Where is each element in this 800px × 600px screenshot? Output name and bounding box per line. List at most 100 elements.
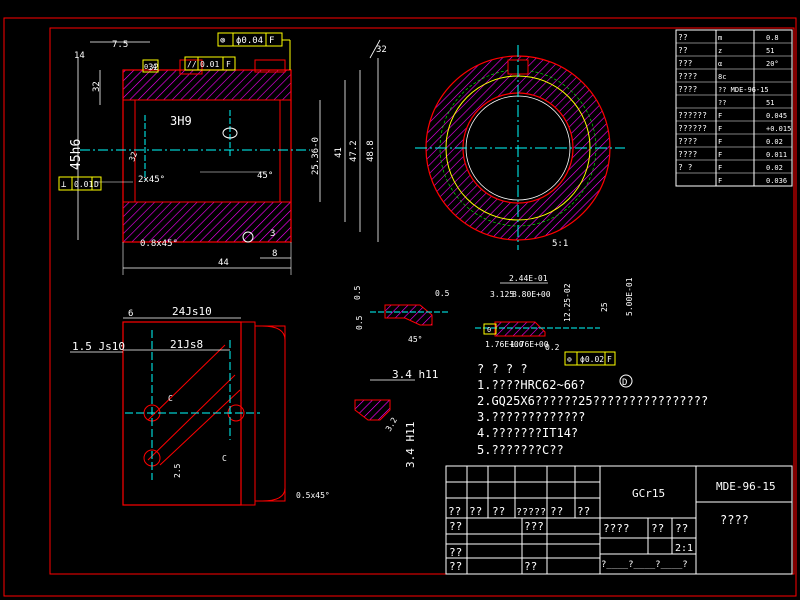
dim-244: 2.44E-01	[509, 274, 548, 283]
tb-row4-left: ??	[449, 560, 462, 573]
detail-callout-circle	[242, 231, 254, 243]
detail-datum-circle	[619, 374, 633, 388]
dim-14: 14	[74, 51, 85, 61]
tb-row4-mid: ??	[524, 560, 537, 573]
section-profile-top	[384, 304, 433, 326]
tb-row2-mid: ???	[524, 520, 544, 533]
main-hole	[222, 127, 238, 139]
dim-3125: 3.125	[490, 290, 514, 299]
tol-frame-small-value: 0.4	[144, 63, 157, 71]
param-table-cell: 0.036	[766, 177, 787, 185]
tol-frame-left-ref: D	[94, 180, 99, 189]
dim-45deg: 45°	[257, 171, 273, 181]
tb-part-name: ????	[720, 513, 749, 527]
param-table-cell: F	[718, 112, 722, 120]
param-table-cell: 8c	[718, 73, 726, 81]
bottom-slot-a	[147, 374, 236, 461]
detail-tol-symbol: ⊚	[567, 355, 572, 364]
tb-row3-left: ??	[449, 546, 462, 559]
bottom-slot-b	[147, 344, 226, 421]
detail-tol-value: ϕ0.02	[580, 355, 604, 364]
notes-line-1: 1.????HRC62~66?	[477, 378, 585, 392]
notes-title: ? ? ? ?	[477, 362, 528, 376]
main-hatch-bottom	[122, 201, 292, 243]
main-key-slot-right	[254, 59, 286, 73]
param-table-cell: ???	[678, 59, 693, 68]
title-block: GCr15 MDE-96-15 ???? ?? ?? ?? ????? ?? ?…	[445, 465, 793, 575]
param-table-cell: ??	[718, 99, 726, 107]
dim-8: 8	[272, 249, 277, 259]
tb-row2-left: ??	[449, 520, 462, 533]
dim-488: 48.8	[366, 140, 376, 162]
outer-border	[3, 17, 797, 597]
tol-frame-top-ref: F	[269, 36, 274, 46]
dim-25: 2.5	[173, 463, 182, 478]
dim-1225: 12.25-02	[563, 283, 572, 322]
dim-3h9: 3H9	[170, 114, 192, 128]
tb-row2-right-1: ??	[651, 522, 664, 535]
section-view: 0.5 0.5 0.5 45° 3.4 h11 3.4 H11 3.2	[353, 285, 450, 468]
detail-datum-box	[483, 323, 497, 335]
param-table-cell: 0.045	[766, 112, 787, 120]
section-profile-bottom	[354, 399, 391, 421]
dim-24js10: 24Js10	[172, 305, 212, 318]
tol-frame-left-box	[58, 176, 102, 191]
dim-45deg-section: 45°	[408, 335, 422, 344]
param-table-cell: F	[718, 138, 722, 146]
tol-frame-top2-ref: F	[226, 60, 231, 69]
param-table-cell: ????	[678, 72, 697, 81]
param-table-cell: ?? MDE-96-15	[718, 86, 769, 94]
notes-line-2: 2.GQ25X6??????25????????????????	[477, 394, 708, 408]
param-table-cell: F	[718, 151, 722, 159]
dim-44: 44	[218, 258, 229, 268]
dim-05b: 0.5	[355, 315, 364, 330]
bottom-view: 24Js10 6 1.5 Js10 21Js8 2.5 0.5x45° C C	[70, 305, 330, 506]
param-table-cell: ??	[678, 33, 688, 42]
tol-frame-left-value: 0.01	[74, 180, 93, 189]
param-table-cell: 0.011	[766, 151, 787, 159]
dim-32-left: 32	[92, 81, 102, 92]
dim-08x45: 0.8x45°	[140, 239, 178, 249]
param-table-cell: ????	[678, 85, 697, 94]
param-table-cell: z	[718, 47, 722, 55]
dim-176a: 1.76E+00	[485, 340, 524, 349]
dim-05c: 0.5	[435, 289, 450, 298]
ring-scale: 5:1	[552, 239, 568, 249]
param-table-cell: 0.02	[766, 164, 783, 172]
tol-frame-top-symbol: ⊚	[220, 36, 226, 46]
rough-leader	[369, 39, 381, 59]
param-table-cell: 51	[766, 99, 774, 107]
dim-472: 47.2	[349, 140, 359, 162]
main-hatch-top	[122, 69, 292, 101]
notes-line-5: 5.???????C??	[477, 443, 564, 457]
detail-datum-d0: 0	[487, 326, 491, 334]
param-table-cell: 0.8	[766, 34, 779, 42]
tb-footer: ?____?____?____?	[601, 560, 688, 570]
ring-view: 5:1	[415, 45, 625, 250]
tb-row1-5: ??	[577, 505, 590, 518]
detail-datum-label: D	[622, 378, 627, 388]
tb-drawing-no: MDE-96-15	[716, 480, 776, 493]
tol-frame-top2-symbol: //	[187, 60, 197, 69]
param-table-cell: ??	[678, 46, 688, 55]
param-table-cell: 20°	[766, 60, 779, 68]
tb-row1-1: ??	[469, 505, 482, 518]
dim-2x45: 2x45°	[138, 175, 165, 185]
tb-row1-3: ?????	[516, 507, 546, 518]
dim-3: 3	[270, 229, 275, 239]
dim-41: 41	[334, 147, 344, 158]
tolerance-frame-small: 0.4	[142, 59, 159, 73]
detail-tolerance-frame: ⊚ ϕ0.02 F	[564, 351, 616, 366]
label-c2: C	[222, 454, 227, 463]
dim-2536: 25.36-0	[311, 137, 321, 175]
param-table-cell: +0.015	[766, 125, 791, 133]
tol-frame-small-box	[142, 59, 159, 73]
dim-05a: 0.5	[353, 285, 362, 300]
dim-32-right: 32	[376, 45, 387, 55]
dim-21js8: 21Js8	[170, 338, 203, 351]
bottom-flange-curve	[261, 325, 286, 502]
main-key-slot	[179, 59, 203, 75]
param-table-cell: α	[718, 60, 722, 68]
